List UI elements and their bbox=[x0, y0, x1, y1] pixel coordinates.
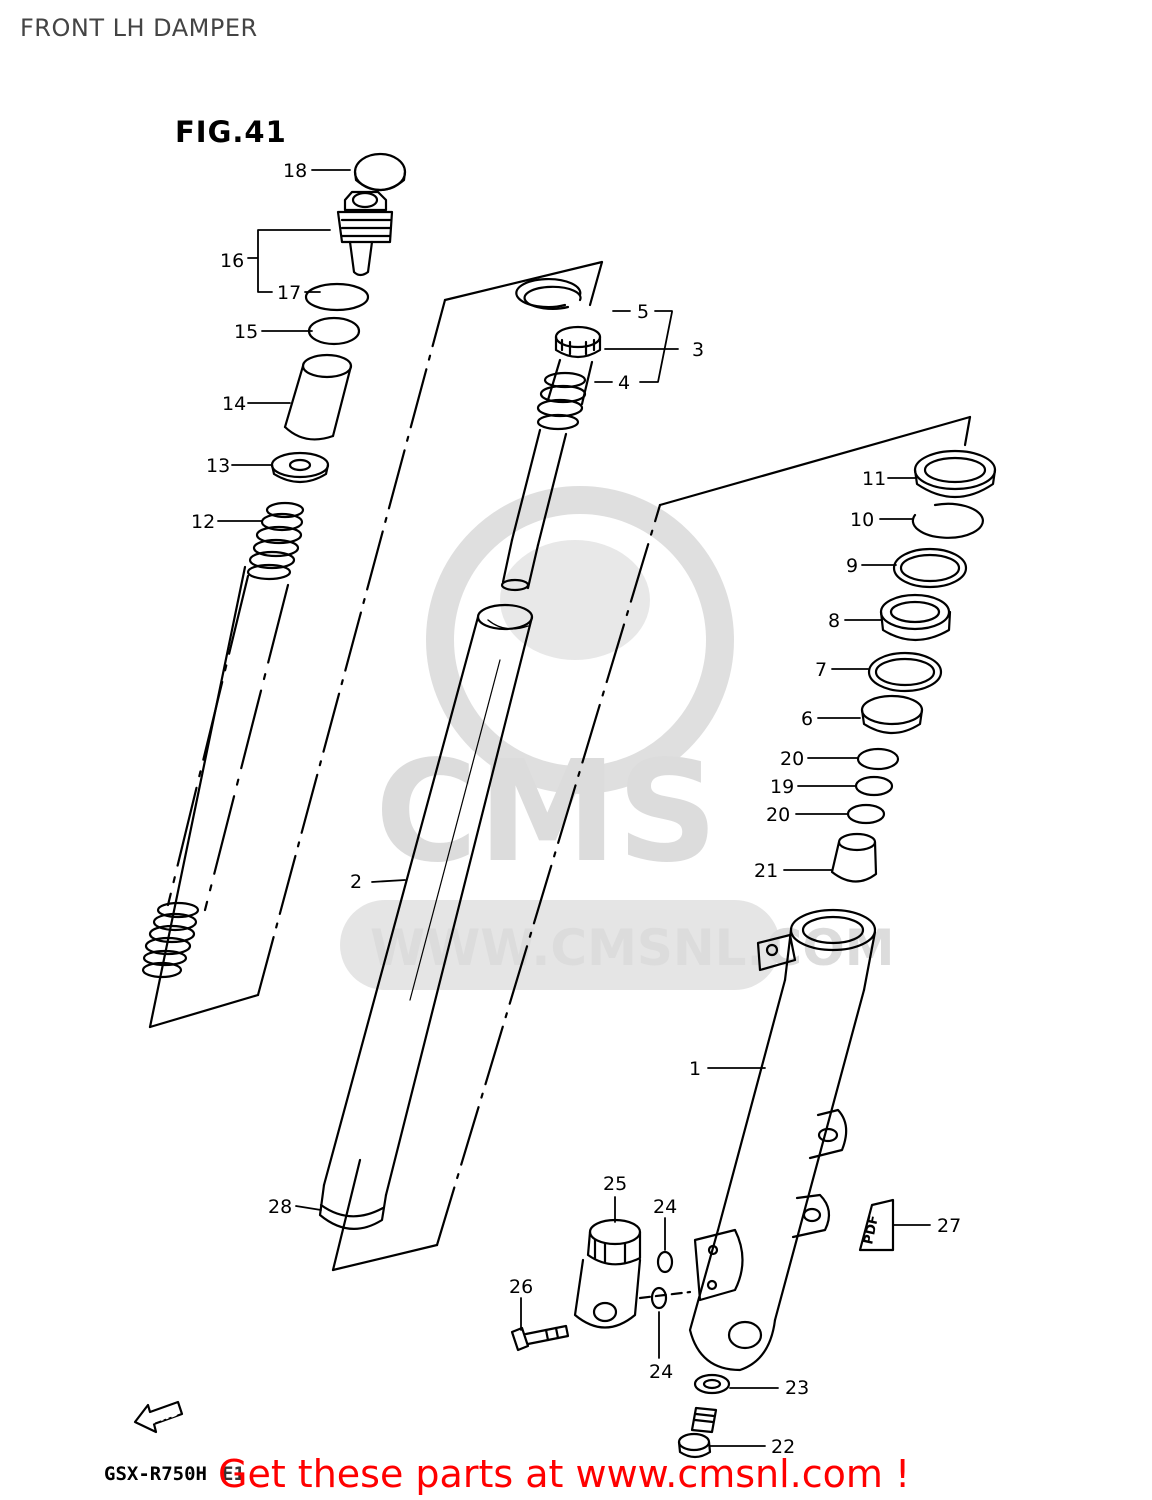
part-1-outer-tube bbox=[688, 908, 877, 1372]
fwd-arrow-icon bbox=[133, 1400, 184, 1434]
callout-20-lower: 20 bbox=[766, 804, 790, 826]
callout-14: 14 bbox=[222, 393, 246, 415]
part-23-inner bbox=[702, 1378, 722, 1390]
callout-2: 2 bbox=[350, 871, 362, 893]
callout-5: 5 bbox=[637, 301, 649, 323]
callout-26: 26 bbox=[509, 1276, 533, 1298]
callout-17: 17 bbox=[277, 282, 301, 304]
leader-lines bbox=[217, 169, 931, 1447]
part-25-damper-adjuster bbox=[573, 1218, 642, 1329]
part-4-rod-assembly bbox=[500, 358, 594, 592]
callout-16: 16 bbox=[220, 250, 244, 272]
frame-line bbox=[256, 298, 447, 997]
frame-line bbox=[148, 993, 260, 1029]
part-6-bushing bbox=[860, 694, 924, 735]
callout-13: 13 bbox=[206, 455, 230, 477]
frame-line bbox=[148, 565, 247, 1029]
callout-20-upper: 20 bbox=[780, 748, 804, 770]
callout-23: 23 bbox=[785, 1377, 809, 1399]
callout-25: 25 bbox=[603, 1173, 627, 1195]
callout-3: 3 bbox=[692, 339, 704, 361]
callout-6: 6 bbox=[801, 708, 813, 730]
fwd-arrow-label: FWD bbox=[149, 1406, 180, 1427]
callout-7: 7 bbox=[815, 659, 827, 681]
callout-9: 9 bbox=[846, 555, 858, 577]
callout-1: 1 bbox=[689, 1058, 701, 1080]
part-20-o-ring-lower bbox=[846, 803, 886, 825]
part-9-inner bbox=[899, 553, 961, 583]
callout-24-lower: 24 bbox=[649, 1361, 673, 1383]
part-14-spacer bbox=[283, 353, 353, 441]
part-13-spring-seat bbox=[270, 451, 330, 484]
part-8-oil-seal bbox=[879, 593, 952, 641]
page-title: FRONT LH DAMPER bbox=[20, 14, 258, 42]
callout-18: 18 bbox=[283, 160, 307, 182]
frame-line bbox=[588, 260, 604, 307]
frame-line bbox=[331, 1243, 439, 1272]
callout-numbers: 18 16 17 15 14 13 12 5 3 4 11 10 9 8 7 6… bbox=[191, 160, 961, 1458]
part-7-inner bbox=[874, 657, 936, 687]
model-suffix: E1 bbox=[222, 1463, 245, 1485]
promo-link-text[interactable]: Get these parts at www.cmsnl.com ! bbox=[218, 1452, 911, 1496]
part-28-bushing bbox=[318, 1183, 388, 1230]
callout-12: 12 bbox=[191, 511, 215, 533]
part-15-washer bbox=[307, 316, 361, 346]
callout-11: 11 bbox=[862, 468, 886, 490]
part-23-washer bbox=[693, 1373, 731, 1395]
callout-10: 10 bbox=[850, 509, 874, 531]
part-5-circlip-inner bbox=[523, 285, 582, 310]
model-label: GSX-R750H bbox=[104, 1463, 207, 1485]
part-21-oil-lock-piece bbox=[830, 832, 878, 883]
part-27-tag-text: PDF bbox=[861, 1214, 882, 1246]
callout-24-upper: 24 bbox=[653, 1196, 677, 1218]
part-27-label-plate bbox=[858, 1198, 895, 1252]
callout-21: 21 bbox=[754, 860, 778, 882]
frame-line bbox=[435, 503, 662, 1247]
part-2-inner-tube bbox=[322, 603, 534, 1197]
part-7-washer bbox=[867, 651, 943, 693]
watermark-url: WWW.CMSNL.COM bbox=[370, 919, 895, 977]
frame-line bbox=[658, 415, 972, 507]
part-10-stopper-ring bbox=[911, 502, 984, 539]
callout-27: 27 bbox=[937, 1215, 961, 1237]
frame-line bbox=[443, 260, 604, 302]
callout-4: 4 bbox=[618, 372, 630, 394]
callout-19: 19 bbox=[770, 776, 794, 798]
figure-label: FIG.41 bbox=[175, 115, 287, 149]
cmsnl-watermark: CMS WWW.CMSNL.COM bbox=[340, 486, 895, 990]
part-5-circlip bbox=[515, 277, 582, 309]
part-17-o-ring bbox=[304, 282, 370, 312]
callout-8: 8 bbox=[828, 610, 840, 632]
part-26-bolt bbox=[510, 1324, 570, 1352]
callout-15: 15 bbox=[234, 321, 258, 343]
watermark-brand: CMS bbox=[375, 731, 718, 894]
part-9-oil-seal-ring bbox=[892, 547, 968, 589]
part-18-cap bbox=[353, 152, 407, 192]
frame-line bbox=[963, 415, 972, 447]
part-20-o-ring-upper bbox=[856, 747, 900, 771]
part-16-cap-bolt bbox=[336, 190, 394, 277]
part-19-ring bbox=[854, 775, 894, 797]
part-24-o-ring-upper bbox=[656, 1250, 674, 1274]
part-3-adjuster bbox=[554, 325, 602, 359]
callout-22: 22 bbox=[771, 1436, 795, 1458]
part-22-bolt bbox=[677, 1406, 718, 1459]
part-24-o-ring-lower bbox=[650, 1286, 668, 1310]
callout-28: 28 bbox=[268, 1196, 292, 1218]
assembly-line bbox=[638, 1290, 692, 1300]
part-11-dust-seal bbox=[913, 449, 997, 499]
part-12-spring bbox=[141, 501, 305, 979]
